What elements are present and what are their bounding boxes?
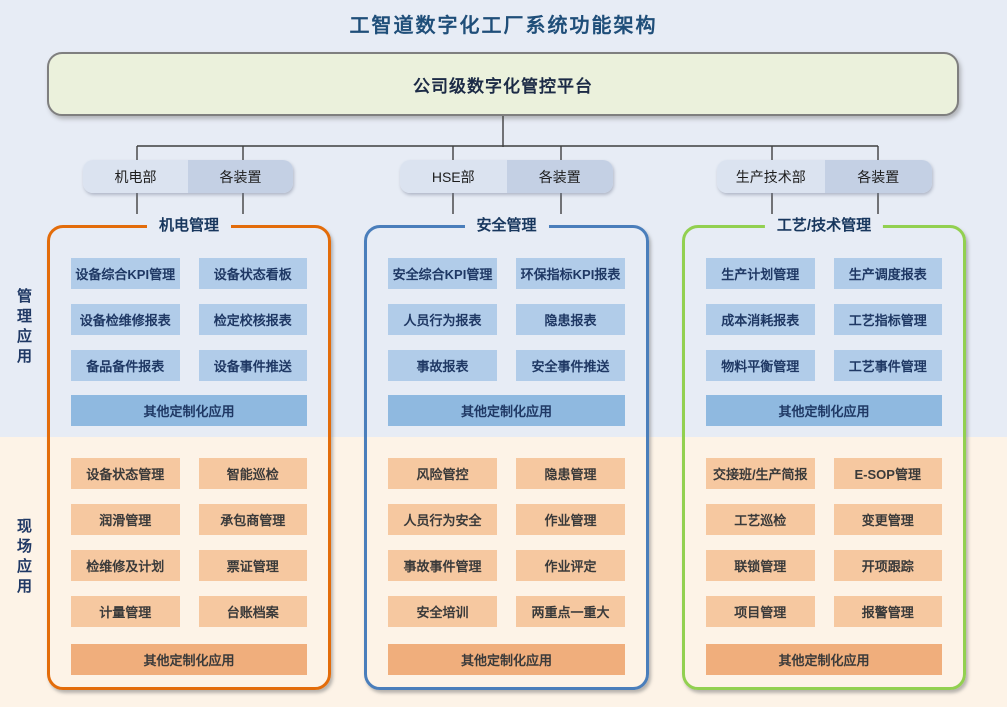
app-box: 生产调度报表 [833, 258, 942, 289]
app-box: 联锁管理 [706, 550, 815, 581]
app-box: 生产计划管理 [706, 258, 815, 289]
app-box: 智能巡检 [198, 458, 307, 489]
app-box: 设备状态管理 [71, 458, 180, 489]
dept-tab: HSE部 [400, 160, 507, 193]
dept-tab-group-safety: HSE部 各装置 [400, 160, 613, 193]
field-apps-grid: 风险管控隐患管理人员行为安全作业管理事故事件管理作业评定安全培训两重点一重大 [388, 458, 625, 627]
wide-app-box: 其他定制化应用 [71, 644, 307, 675]
app-box: 两重点一重大 [516, 596, 625, 627]
app-box: 事故事件管理 [388, 550, 497, 581]
wide-app-box: 其他定制化应用 [388, 395, 625, 426]
app-box: 变更管理 [833, 504, 942, 535]
app-box: 安全事件推送 [516, 350, 625, 381]
column-title: 安全管理 [464, 215, 549, 237]
column-title: 机电管理 [146, 215, 232, 237]
app-box: 安全综合KPI管理 [388, 258, 497, 289]
app-box: 项目管理 [706, 596, 815, 627]
dept-tab: 各装置 [506, 160, 613, 193]
app-box: 润滑管理 [71, 504, 180, 535]
dept-tab: 各装置 [824, 160, 932, 193]
app-box: 风险管控 [388, 458, 497, 489]
app-box: 计量管理 [71, 596, 180, 627]
app-box: E-SOP管理 [833, 458, 942, 489]
app-box: 作业管理 [516, 504, 625, 535]
app-box: 台账档案 [198, 596, 307, 627]
app-box: 工艺指标管理 [833, 304, 942, 335]
app-box: 检维修及计划 [71, 550, 180, 581]
dept-tab-group-mechanical: 机电部 各装置 [83, 160, 293, 193]
field-apps-grid: 交接班/生产简报 E-SOP管理工艺巡检变更管理联锁管理开项跟踪项目管理报警管理 [706, 458, 942, 627]
app-box: 票证管理 [198, 550, 307, 581]
app-box: 成本消耗报表 [706, 304, 815, 335]
column-safety: 安全管理 安全综合KPI管理环保指标KPI报表人员行为报表隐患报表事故报表安全事… [364, 215, 649, 690]
management-apps-grid: 设备综合KPI管理设备状态看板设备检维修报表检定校核报表备品备件报表设备事件推送 [71, 258, 307, 381]
side-label-field-apps: 现场应用 [15, 518, 32, 598]
app-box: 安全培训 [388, 596, 497, 627]
column-process: 工艺/技术管理 生产计划管理生产调度报表成本消耗报表工艺指标管理物料平衡管理工艺… [682, 215, 966, 690]
app-box: 开项跟踪 [833, 550, 942, 581]
column-mechanical: 机电管理 设备综合KPI管理设备状态看板设备检维修报表检定校核报表备品备件报表设… [47, 215, 331, 690]
app-box: 备品备件报表 [71, 350, 180, 381]
wide-app-box: 其他定制化应用 [706, 644, 942, 675]
wide-app-box: 其他定制化应用 [706, 395, 942, 426]
diagram-title: 工智道数字化工厂系统功能架构 [349, 15, 658, 37]
app-box: 报警管理 [833, 596, 942, 627]
wide-app-box: 其他定制化应用 [71, 395, 307, 426]
app-box: 隐患报表 [516, 304, 625, 335]
wide-app-box: 其他定制化应用 [388, 644, 625, 675]
platform-label: 公司级数字化管控平台 [413, 76, 593, 96]
management-apps-grid: 安全综合KPI管理环保指标KPI报表人员行为报表隐患报表事故报表安全事件推送 [388, 258, 625, 381]
platform-box: 公司级数字化管控平台 [47, 52, 959, 116]
management-apps-grid: 生产计划管理生产调度报表成本消耗报表工艺指标管理物料平衡管理工艺事件管理 [706, 258, 942, 381]
app-box: 设备事件推送 [198, 350, 307, 381]
app-box: 人员行为安全 [388, 504, 497, 535]
field-apps-grid: 设备状态管理智能巡检润滑管理承包商管理检维修及计划票证管理计量管理台账档案 [71, 458, 307, 627]
app-box: 检定校核报表 [198, 304, 307, 335]
dept-tab: 各装置 [188, 160, 293, 193]
dept-tab: 生产技术部 [717, 160, 825, 193]
app-box: 隐患管理 [516, 458, 625, 489]
app-box: 物料平衡管理 [706, 350, 815, 381]
side-label-management-apps: 管理应用 [15, 288, 32, 368]
app-box: 人员行为报表 [388, 304, 497, 335]
app-box: 设备检维修报表 [71, 304, 180, 335]
app-box: 事故报表 [388, 350, 497, 381]
column-title: 工艺/技术管理 [764, 215, 884, 237]
app-box: 工艺事件管理 [833, 350, 942, 381]
app-box: 作业评定 [516, 550, 625, 581]
dept-tab: 机电部 [83, 160, 188, 193]
app-box: 交接班/生产简报 [706, 458, 815, 489]
app-box: 设备综合KPI管理 [71, 258, 180, 289]
app-box: 工艺巡检 [706, 504, 815, 535]
app-box: 环保指标KPI报表 [516, 258, 625, 289]
dept-tab-group-process: 生产技术部 各装置 [717, 160, 932, 193]
app-box: 承包商管理 [198, 504, 307, 535]
app-box: 设备状态看板 [198, 258, 307, 289]
